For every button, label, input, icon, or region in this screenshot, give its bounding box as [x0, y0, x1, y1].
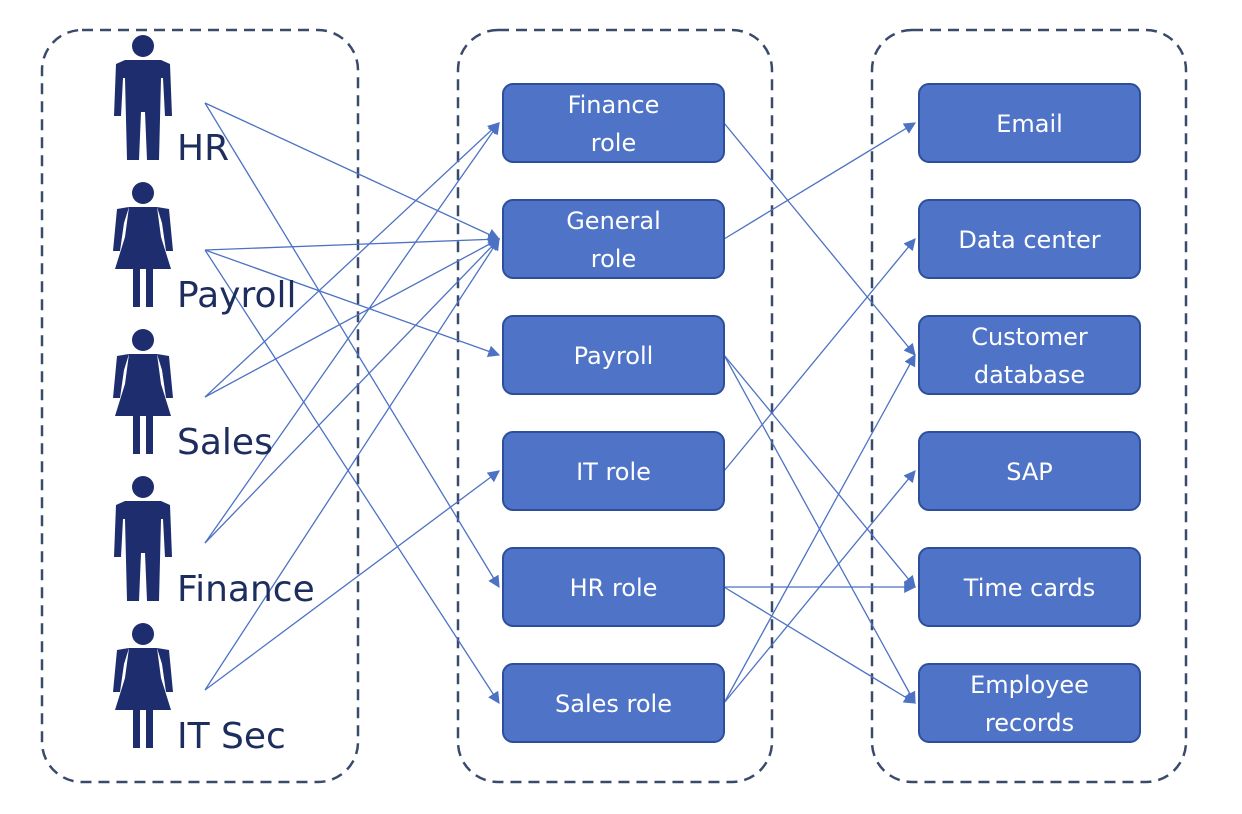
role-label: HR role	[570, 574, 658, 602]
role-finance-role[interactable]: Finance role	[502, 83, 725, 163]
resource-label: Data center	[958, 226, 1100, 254]
role-general-role[interactable]: General role	[502, 199, 725, 279]
user-label: Payroll	[177, 275, 297, 316]
role-it-role[interactable]: IT role	[502, 431, 725, 511]
user-label: IT Sec	[177, 716, 286, 757]
link-hr-role-to-employee-records	[723, 586, 917, 704]
role-label: IT role	[576, 458, 651, 486]
role-hr-role[interactable]: HR role	[502, 547, 725, 627]
link-payroll-to-general-role	[204, 233, 501, 251]
resource-data-center[interactable]: Data center	[918, 199, 1141, 279]
link-sales-to-finance-role	[204, 122, 500, 398]
role-box[interactable]	[502, 547, 725, 627]
role-label: Sales role	[555, 690, 672, 718]
role-label: role	[591, 129, 636, 157]
user-payroll: Payroll	[113, 182, 297, 316]
link-sales-to-general-role	[204, 238, 501, 398]
resource-label: database	[974, 361, 1085, 389]
role-box[interactable]	[502, 83, 725, 163]
resource-box[interactable]	[918, 663, 1141, 743]
link-sales-role-to-customer-db	[723, 353, 916, 704]
resource-email[interactable]: Email	[918, 83, 1141, 163]
user-hr: HR	[114, 35, 229, 169]
role-label: Finance	[568, 91, 660, 119]
role-label: role	[591, 245, 636, 273]
resource-label: Time cards	[963, 574, 1095, 602]
woman-icon	[113, 623, 173, 748]
resource-label: records	[985, 709, 1074, 737]
link-sales-role-to-sap	[723, 470, 916, 704]
users-group	[40, 28, 360, 784]
resource-box[interactable]	[918, 199, 1141, 279]
link-itsec-to-it-role	[204, 470, 500, 691]
link-finance-to-general-role	[204, 238, 500, 544]
link-payroll-role-to-time-cards	[723, 354, 916, 588]
link-it-role-to-data-center	[723, 238, 916, 472]
user-finance: Finance	[114, 476, 315, 610]
role-label: Payroll	[574, 342, 654, 370]
link-payroll-to-payroll-role	[204, 249, 501, 358]
user-label: HR	[177, 128, 229, 169]
user-label: Sales	[177, 422, 273, 463]
man-icon	[114, 35, 172, 160]
role-box[interactable]	[502, 431, 725, 511]
resource-box[interactable]	[918, 83, 1141, 163]
link-general-role-to-email	[723, 122, 917, 240]
resource-box[interactable]	[918, 431, 1141, 511]
role-payroll-role[interactable]: Payroll	[502, 315, 725, 395]
resource-label: SAP	[1006, 458, 1053, 486]
user-itsec: IT Sec	[113, 623, 286, 757]
role-box[interactable]	[502, 199, 725, 279]
link-payroll-to-sales-role	[204, 249, 500, 705]
link-hr-to-general-role	[204, 102, 501, 240]
link-itsec-to-general-role	[204, 237, 500, 691]
resource-box[interactable]	[918, 547, 1141, 627]
resource-label: Customer	[971, 323, 1088, 351]
woman-icon	[113, 182, 173, 307]
woman-icon	[113, 329, 173, 454]
link-hr-to-hr-role	[204, 102, 500, 589]
resources-group	[870, 28, 1188, 784]
role-box[interactable]	[502, 663, 725, 743]
resource-employee-records[interactable]: Employee records	[918, 663, 1141, 743]
resource-time-cards[interactable]: Time cards	[918, 547, 1141, 627]
resource-label: Employee	[970, 671, 1089, 699]
man-icon	[114, 476, 172, 601]
roles-group	[456, 28, 774, 784]
role-sales-role[interactable]: Sales role	[502, 663, 725, 743]
connectors	[204, 102, 917, 705]
resource-customer-db[interactable]: Customer database	[918, 315, 1141, 395]
resource-box[interactable]	[918, 315, 1141, 395]
link-finance-role-to-customer-db	[723, 122, 916, 356]
link-finance-to-finance-role	[204, 122, 500, 544]
resource-sap[interactable]: SAP	[918, 431, 1141, 511]
role-box[interactable]	[502, 315, 725, 395]
user-sales: Sales	[113, 329, 273, 463]
user-label: Finance	[177, 569, 315, 610]
resource-label: Email	[996, 110, 1063, 138]
role-label: General	[566, 207, 661, 235]
